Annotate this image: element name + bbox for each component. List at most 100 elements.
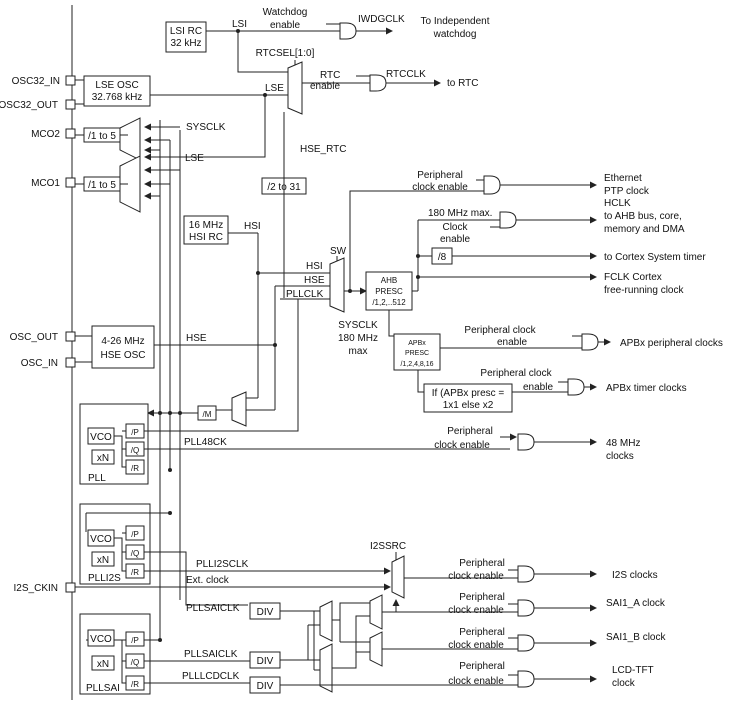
sysclk-note-1: SYSCLK (338, 320, 378, 331)
pllsai-vco (87, 629, 115, 647)
mco1-mux (119, 155, 141, 213)
ahb-max-label: 180 MHz max. (428, 208, 492, 219)
plli2s-xn-label: xN (97, 555, 109, 566)
plli2sclk-label: PLLI2SCLK (196, 559, 249, 570)
apb-timer-rule-1: If (APBx presc = (432, 388, 505, 399)
mco2-mux (119, 117, 141, 161)
iwdg-output-2: watchdog (433, 29, 477, 40)
sai-a-gate (517, 599, 535, 617)
pllsai-p-label: /P (131, 636, 139, 645)
pad-osc32-in (65, 75, 76, 86)
plli2s-r-label: /R (131, 568, 139, 577)
lse-to-mco1 (144, 95, 266, 161)
apb-label-1: APBx (408, 340, 426, 347)
sai-b-mux (369, 631, 383, 667)
sysclk-note-2: 180 MHz (338, 333, 378, 344)
apbx-timer-output: APBx timer clocks (606, 383, 687, 394)
lse-signal-label: LSE (265, 83, 284, 94)
pll48ck-label: PLL48CK (184, 437, 227, 448)
i2s-enable-1: Peripheral (459, 558, 505, 569)
lse-osc-label-1: LSE OSC (95, 80, 138, 91)
lse2-signal-label: LSE (185, 153, 204, 164)
pin-mco1: MCO1 (31, 178, 60, 189)
sai-mux-1 (319, 600, 333, 642)
ahb-prescaler (365, 271, 413, 311)
hsi-rc-box (183, 215, 229, 245)
lcd-output-2: clock (612, 678, 636, 689)
pllsai-vco-label: VCO (90, 634, 112, 645)
sai-a-mux (369, 594, 383, 630)
pin-osc32-in: OSC32_IN (12, 76, 60, 87)
clock-enable-1: Clock (442, 222, 468, 233)
pllsai-xn-label: xN (97, 659, 109, 670)
lsi-rc-label-1: LSI RC (170, 26, 202, 37)
lsi-rc-label-2: 32 kHz (170, 38, 201, 49)
plli2s-p-label: /P (131, 530, 139, 539)
pllcdclk-label: PLLLCDCLK (182, 671, 240, 682)
pad-osc-in (65, 357, 76, 368)
pad-i2s-ckin (65, 582, 76, 593)
plli2s-xn (91, 551, 115, 567)
fclk-output-1: FCLK Cortex (604, 272, 662, 283)
rtc-mux (287, 61, 303, 115)
lcd-output-1: LCD-TFT (612, 665, 654, 676)
hclk-gate (499, 211, 517, 229)
sw-label: SW (330, 246, 347, 257)
hse-osc-label-1: 4-26 MHz (101, 336, 144, 347)
lse-osc-box (83, 75, 151, 107)
pllsai-name: PLLSAI (86, 683, 120, 694)
mhz48-output-1: 48 MHz (606, 438, 640, 449)
pll-vco-label: VCO (90, 432, 112, 443)
hse-rtc-label: HSE_RTC (300, 144, 347, 155)
lse-osc-label-2: 32.768 kHz (92, 92, 143, 103)
pllsaiclk-label-2: PLLSAICLK (184, 649, 238, 660)
hclk-output-2: to AHB bus, core, (604, 211, 682, 222)
pll-source-mux (231, 391, 247, 427)
hsi-rc-label-2: HSI RC (189, 232, 223, 243)
periph-eth-2: clock enable (412, 182, 468, 193)
pllsaiclk-label-1: PLLSAICLK (186, 603, 240, 614)
apb-timer-rule-box (423, 383, 513, 413)
pllsai-q-label: /Q (131, 658, 139, 667)
watchdog-enable-1: Watchdog (263, 7, 308, 18)
pin-osc-in: OSC_IN (21, 358, 58, 369)
ahb-label-1: AHB (381, 276, 397, 285)
apb-label-3: /1,2,4,8,16 (400, 361, 433, 368)
apb-prescaler (393, 333, 441, 371)
sai-mux-2 (319, 643, 333, 693)
pllsai-xn (91, 655, 115, 671)
pad-osc-out (65, 331, 76, 342)
ahb-label-3: /1,2,..512 (372, 298, 406, 307)
ethernet-output-1: Ethernet (604, 173, 642, 184)
ethernet-gate (483, 175, 501, 195)
apbx-periph-output: APBx peripheral clocks (620, 338, 723, 349)
apb-label-2: PRESC (405, 350, 429, 357)
sai-a-enable-2: clock enable (448, 605, 504, 616)
i2s-output: I2S clocks (612, 570, 658, 581)
hclk-output-1: HCLK (604, 198, 631, 209)
div8-label: /8 (438, 252, 447, 263)
lsi-to-rtcmux (237, 31, 288, 73)
i2s-enable-2: clock enable (448, 571, 504, 582)
rtcsel-label: RTCSEL[1:0] (256, 48, 315, 59)
pin-osc-out: OSC_OUT (10, 332, 58, 343)
apb-timer-rule-2: 1x1 else x2 (443, 400, 494, 411)
hse-osc-box (91, 325, 155, 369)
div-box-2-label: DIV (257, 656, 274, 667)
rtcclk-label: RTCCLK (386, 69, 426, 80)
pll-name: PLL (88, 473, 106, 484)
hse-mux-label: HSE (304, 275, 325, 286)
hsi-mux-label: HSI (306, 261, 323, 272)
mco1-prescaler-label: /1 to 5 (88, 180, 116, 191)
pll-xn-label: xN (97, 453, 109, 464)
pll-xn (91, 449, 115, 465)
lsi-rc-box (165, 21, 207, 53)
pin-osc32-out: OSC32_OUT (0, 100, 58, 111)
hsi-rc-label-1: 16 MHz (189, 220, 223, 231)
sysclk-note-3: max (349, 346, 368, 357)
ext-clock-label: Ext. clock (186, 575, 230, 586)
i2ssrc-mux (391, 555, 405, 599)
pll-r-label: /R (131, 464, 139, 473)
pllsai-r-label: /R (131, 680, 139, 689)
